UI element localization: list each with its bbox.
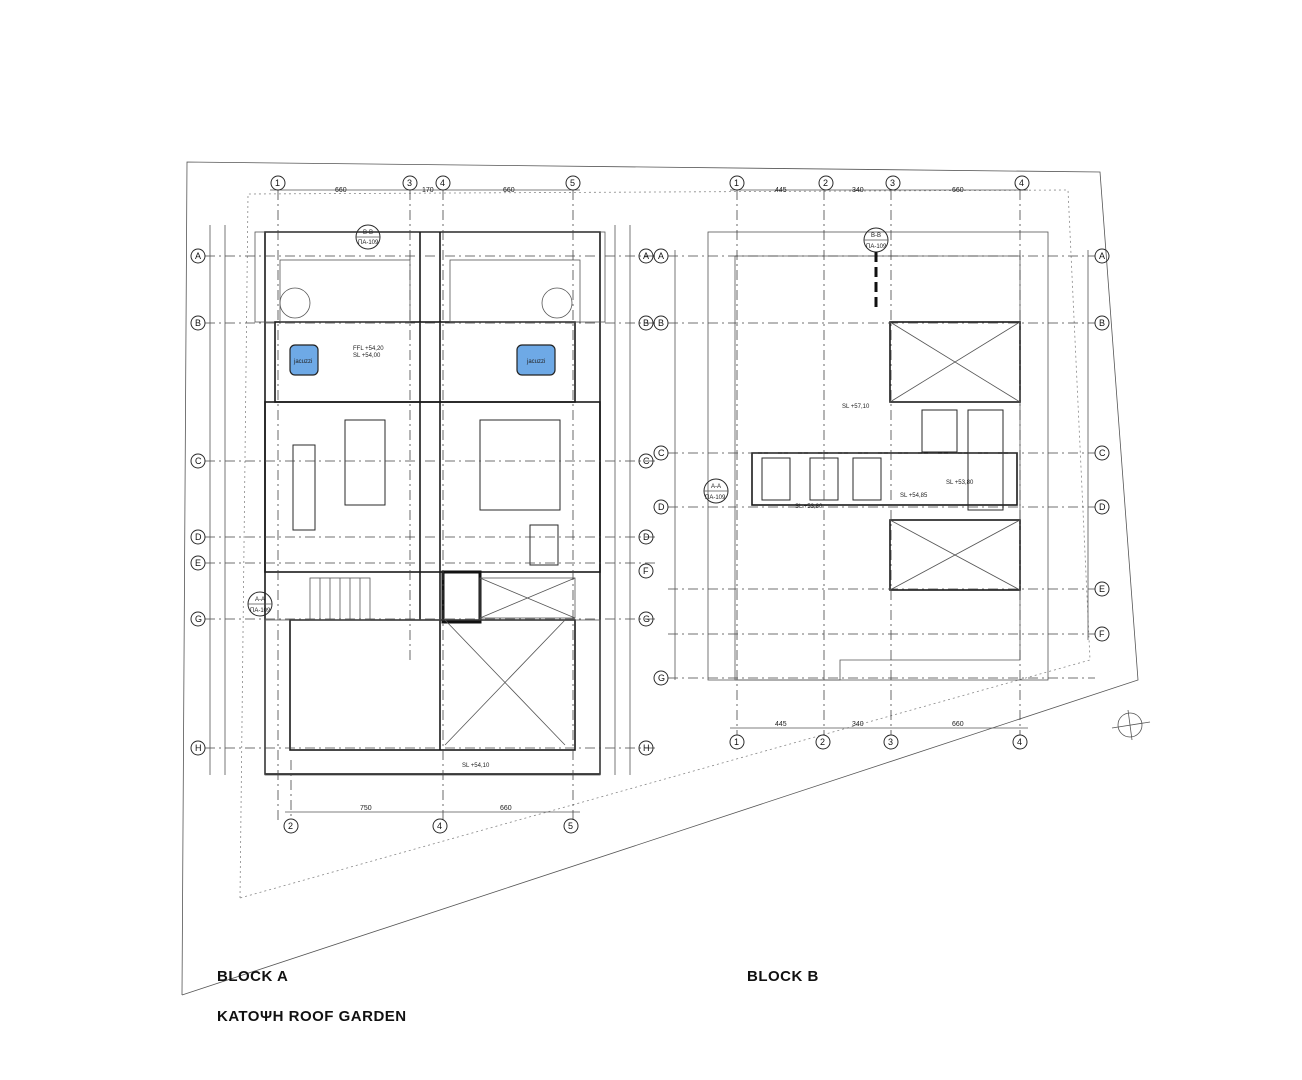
axis-a-row-g: G (195, 614, 202, 624)
axis-a-rrow-d: D (643, 532, 650, 542)
section-aa-label: A-A (255, 597, 265, 603)
b-section-aa-label: A-A (711, 484, 721, 490)
spiral-stair-icon (541, 287, 573, 319)
b-level-3: SL +54,85 (900, 493, 928, 499)
axis-a-rrow-c: C (643, 456, 650, 466)
axis-a-rrow-b: B (643, 318, 649, 328)
jacuzzi-left (289, 344, 319, 376)
block-b-title: BLOCK B (747, 968, 819, 985)
b-dim-top-3: 660 (952, 187, 964, 194)
axis-b-rrow-c: C (1099, 448, 1106, 458)
block-a-axis-markers: 1 3 4 5 2 4 5 A B C D E G H A B C D F G … (190, 175, 654, 834)
b-level-4: SL +53,80 (946, 480, 974, 486)
axis-a-top-3: 4 (440, 178, 445, 188)
dim-bottom-2: 660 (500, 805, 512, 812)
north-arrow-icon (1111, 709, 1151, 741)
plan-title: ΚΑΤΟΨΗ ROOF GARDEN (217, 1008, 407, 1025)
block-b-plan: 445 340 660 445 340 660 SL +57,10 SL +53… (668, 187, 1095, 735)
axis-b-rrow-b: B (1099, 318, 1105, 328)
axis-b-top-1: 1 (734, 178, 739, 188)
axis-a-row-d: D (195, 532, 202, 542)
axis-b-rrow-a: A (1099, 251, 1105, 261)
setback-line (239, 189, 1091, 899)
axis-b-row-g: G (658, 673, 665, 683)
block-a-title: BLOCK A (217, 968, 289, 985)
axis-b-bottom-1: 1 (734, 737, 739, 747)
block-b-outline (707, 231, 1049, 681)
dim-top-2: 170 (422, 187, 434, 194)
axis-b-rrow-f: F (1099, 629, 1105, 639)
axis-a-rrow-a: A (643, 251, 649, 261)
section-bb-ref: ΠΑ-109 (358, 240, 379, 246)
b-dim-bottom-2: 340 (852, 721, 864, 728)
level-ffl: FFL +54,20 (353, 346, 384, 352)
b-level-1: SL +57,10 (842, 404, 870, 410)
axis-a-top-2: 3 (407, 178, 412, 188)
jacuzzi-right (516, 344, 556, 376)
axis-b-rrow-d: D (1099, 502, 1106, 512)
b-dim-top-2: 340 (852, 187, 864, 194)
axis-a-row-h: H (195, 743, 202, 753)
jacuzzi-right-label: jacuzzi (526, 359, 545, 365)
axis-b-bottom-2: 2 (820, 737, 825, 747)
axis-b-rrow-e: E (1099, 584, 1105, 594)
axis-a-row-a: A (195, 251, 201, 261)
b-dim-bottom-3: 660 (952, 721, 964, 728)
b-section-bb-label: B-B (871, 233, 881, 239)
axis-b-top-3: 3 (890, 178, 895, 188)
axis-b-row-d: D (658, 502, 665, 512)
dim-top-3: 660 (503, 187, 515, 194)
jacuzzi-left-label: jacuzzi (293, 359, 312, 365)
axis-a-bottom-1: 2 (288, 821, 293, 831)
axis-a-rrow-g: G (643, 614, 650, 624)
axis-a-top-1: 1 (275, 178, 280, 188)
section-bb-label: B-B (363, 230, 373, 236)
axis-b-row-b: B (658, 318, 664, 328)
dim-bottom-1: 750 (360, 805, 372, 812)
b-section-aa-ref: ΠΑ-109 (705, 495, 726, 501)
dim-top-1: 660 (335, 187, 347, 194)
axis-a-row-c: C (195, 456, 202, 466)
b-dim-bottom-1: 445 (775, 721, 787, 728)
axis-a-row-e: E (195, 558, 201, 568)
section-aa-ref: ΠΑ-109 (250, 608, 271, 614)
b-level-2: SL +53,80 (795, 504, 823, 510)
axis-a-rrow-f: F (643, 566, 649, 576)
site-boundary (181, 161, 1139, 996)
axis-b-top-2: 2 (823, 178, 828, 188)
axis-b-bottom-3: 3 (888, 737, 893, 747)
axis-b-row-c: C (658, 448, 665, 458)
axis-b-row-a: A (658, 251, 664, 261)
b-section-bb-ref: ΠΑ-109 (866, 244, 887, 250)
block-a-plan: jacuzzi jacuzzi (205, 187, 655, 820)
axis-a-bottom-3: 5 (568, 821, 573, 831)
axis-a-row-b: B (195, 318, 201, 328)
level-sl: SL +54,00 (353, 353, 381, 359)
b-dim-top-1: 445 (775, 187, 787, 194)
axis-b-bottom-4: 4 (1017, 737, 1022, 747)
axis-a-bottom-2: 4 (437, 821, 442, 831)
axis-a-rrow-h: H (643, 743, 650, 753)
axis-b-top-4: 4 (1019, 178, 1024, 188)
spiral-stair-icon (279, 287, 311, 319)
level-sl-bottom: SL +54,10 (462, 763, 490, 769)
axis-a-top-4: 5 (570, 178, 575, 188)
block-b-axis-markers: 1 2 3 4 1 2 3 4 A B C D G A B C D E F (653, 175, 1110, 750)
